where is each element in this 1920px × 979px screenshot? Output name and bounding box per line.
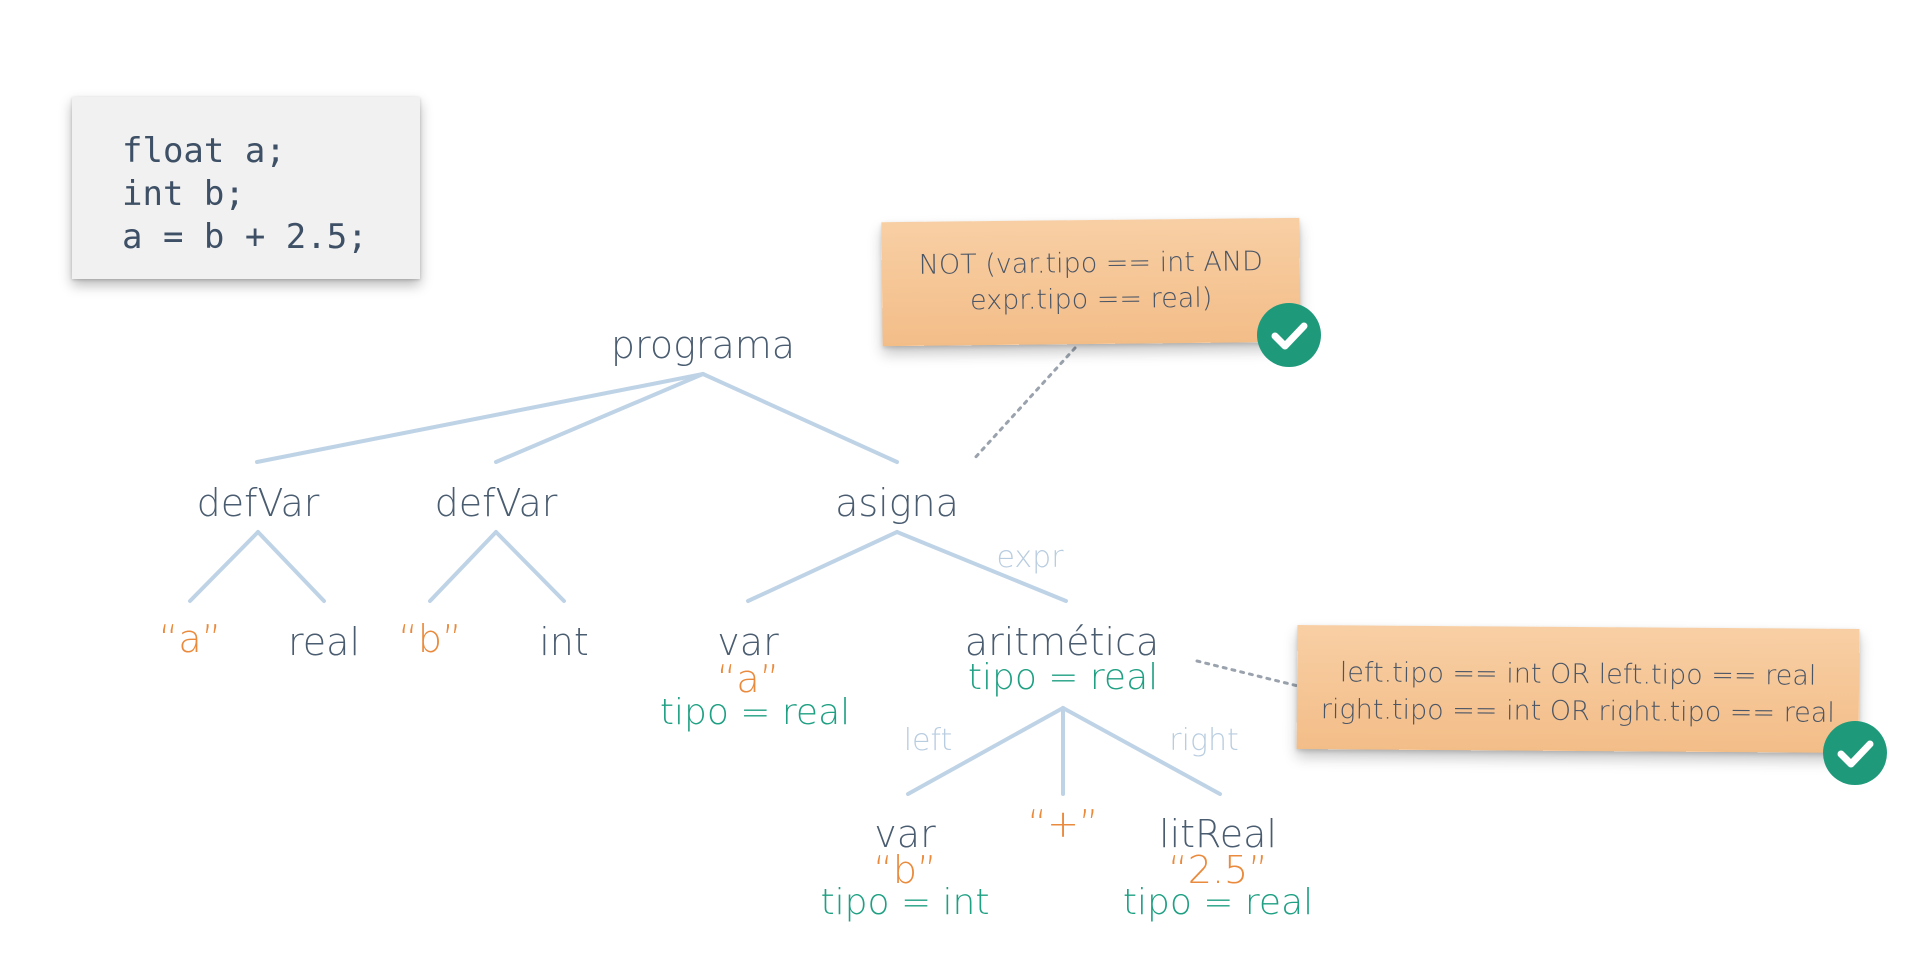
node-var-b: var — [874, 812, 936, 856]
node-defvar-2: defVar — [434, 481, 558, 525]
aritmetica-tipo: tipo = real — [967, 657, 1159, 698]
leaf-operator-plus: “+” — [1027, 802, 1099, 846]
var-a-tipo: tipo = real — [659, 692, 851, 733]
node-aritmetica: aritmética — [964, 620, 1160, 664]
code-line-2: int b; — [122, 174, 245, 214]
edge-programa-defvar2 — [494, 372, 705, 464]
note-asigna-rule: NOT (var.tipo == int AND expr.tipo == re… — [881, 217, 1301, 347]
leaf-string-a: “a” — [158, 617, 222, 661]
edge-label-expr: expr — [996, 540, 1064, 575]
edge-asigna-var — [746, 530, 899, 603]
node-programa: programa — [610, 323, 796, 367]
connector-aritmetica-note — [1195, 659, 1300, 688]
note-asigna-line-1: NOT (var.tipo == int AND — [918, 246, 1264, 281]
leaf-string-b: “b” — [398, 617, 462, 661]
edge-defvar2-b — [428, 530, 498, 603]
node-var-a: var — [717, 620, 779, 664]
code-line-1: float a; — [122, 131, 286, 171]
source-code-card: float a; int b; a = b + 2.5; — [72, 97, 420, 279]
edge-defvar1-real — [256, 530, 326, 603]
node-litreal: litReal — [1159, 812, 1277, 856]
var-b-name: “b” — [873, 848, 937, 892]
edge-asigna-aritmetica — [895, 530, 1068, 603]
check-icon — [1823, 721, 1887, 785]
edge-defvar1-a — [188, 530, 260, 603]
node-asigna: asigna — [835, 481, 959, 525]
leaf-type-real: real — [287, 620, 361, 664]
edge-label-right: right — [1169, 723, 1239, 758]
code-line-3: a = b + 2.5; — [122, 217, 368, 257]
check-icon — [1257, 303, 1321, 367]
var-a-name: “a” — [716, 657, 780, 701]
edge-programa-asigna — [701, 372, 899, 464]
note-aritmetica-line-2: right.tipo == int OR right.tipo == real — [1320, 694, 1835, 729]
note-aritmetica-line-1: left.tipo == int OR left.tipo == real — [1339, 657, 1817, 692]
edge-defvar2-int — [494, 530, 566, 603]
edge-programa-defvar1 — [255, 372, 705, 464]
litreal-tipo: tipo = real — [1122, 882, 1314, 923]
leaf-type-int: int — [539, 620, 589, 664]
litreal-value: “2.5” — [1168, 848, 1268, 892]
var-b-tipo: tipo = int — [820, 882, 990, 923]
edge-aritmetica-litreal — [1061, 706, 1222, 796]
note-asigna-line-2: expr.tipo == real) — [969, 282, 1213, 317]
connector-asigna-note — [971, 346, 1077, 462]
edge-aritmetica-var — [906, 706, 1065, 796]
node-defvar-1: defVar — [196, 481, 320, 525]
edge-label-left: left — [903, 723, 953, 758]
note-aritmetica-rule: left.tipo == int OR left.tipo == real ri… — [1296, 625, 1860, 753]
